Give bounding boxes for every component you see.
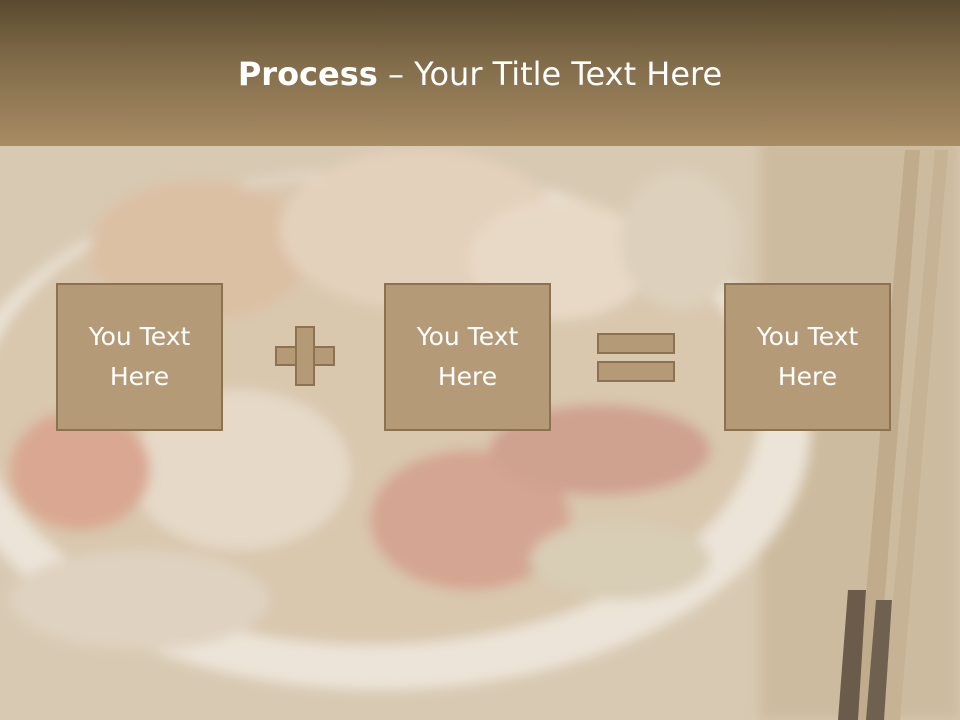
title-bar: Process – Your Title Text Here — [0, 0, 960, 146]
process-box-1-line1: You Text — [88, 322, 191, 351]
title-rest: – Your Title Text Here — [377, 55, 723, 93]
title-bold: Process — [237, 55, 378, 93]
process-box-2-line2: Here — [437, 362, 498, 391]
process-box-1[interactable]: You Text Here — [56, 283, 223, 431]
process-box-2-line1: You Text — [416, 322, 519, 351]
process-box-3[interactable]: You Text Here — [724, 283, 891, 431]
process-box-3-line1: You Text — [756, 322, 859, 351]
slide-title: Process – Your Title Text Here — [0, 52, 960, 96]
equals-icon-bottom-bar — [597, 361, 675, 382]
process-box-2[interactable]: You Text Here — [384, 283, 551, 431]
equals-icon-top-bar — [597, 333, 675, 354]
plus-icon-center — [297, 348, 313, 364]
process-box-1-line2: Here — [109, 362, 170, 391]
process-box-3-line2: Here — [777, 362, 838, 391]
process-box-1-text: You Text Here — [89, 317, 191, 397]
process-box-2-text: You Text Here — [417, 317, 519, 397]
process-box-3-text: You Text Here — [757, 317, 859, 397]
